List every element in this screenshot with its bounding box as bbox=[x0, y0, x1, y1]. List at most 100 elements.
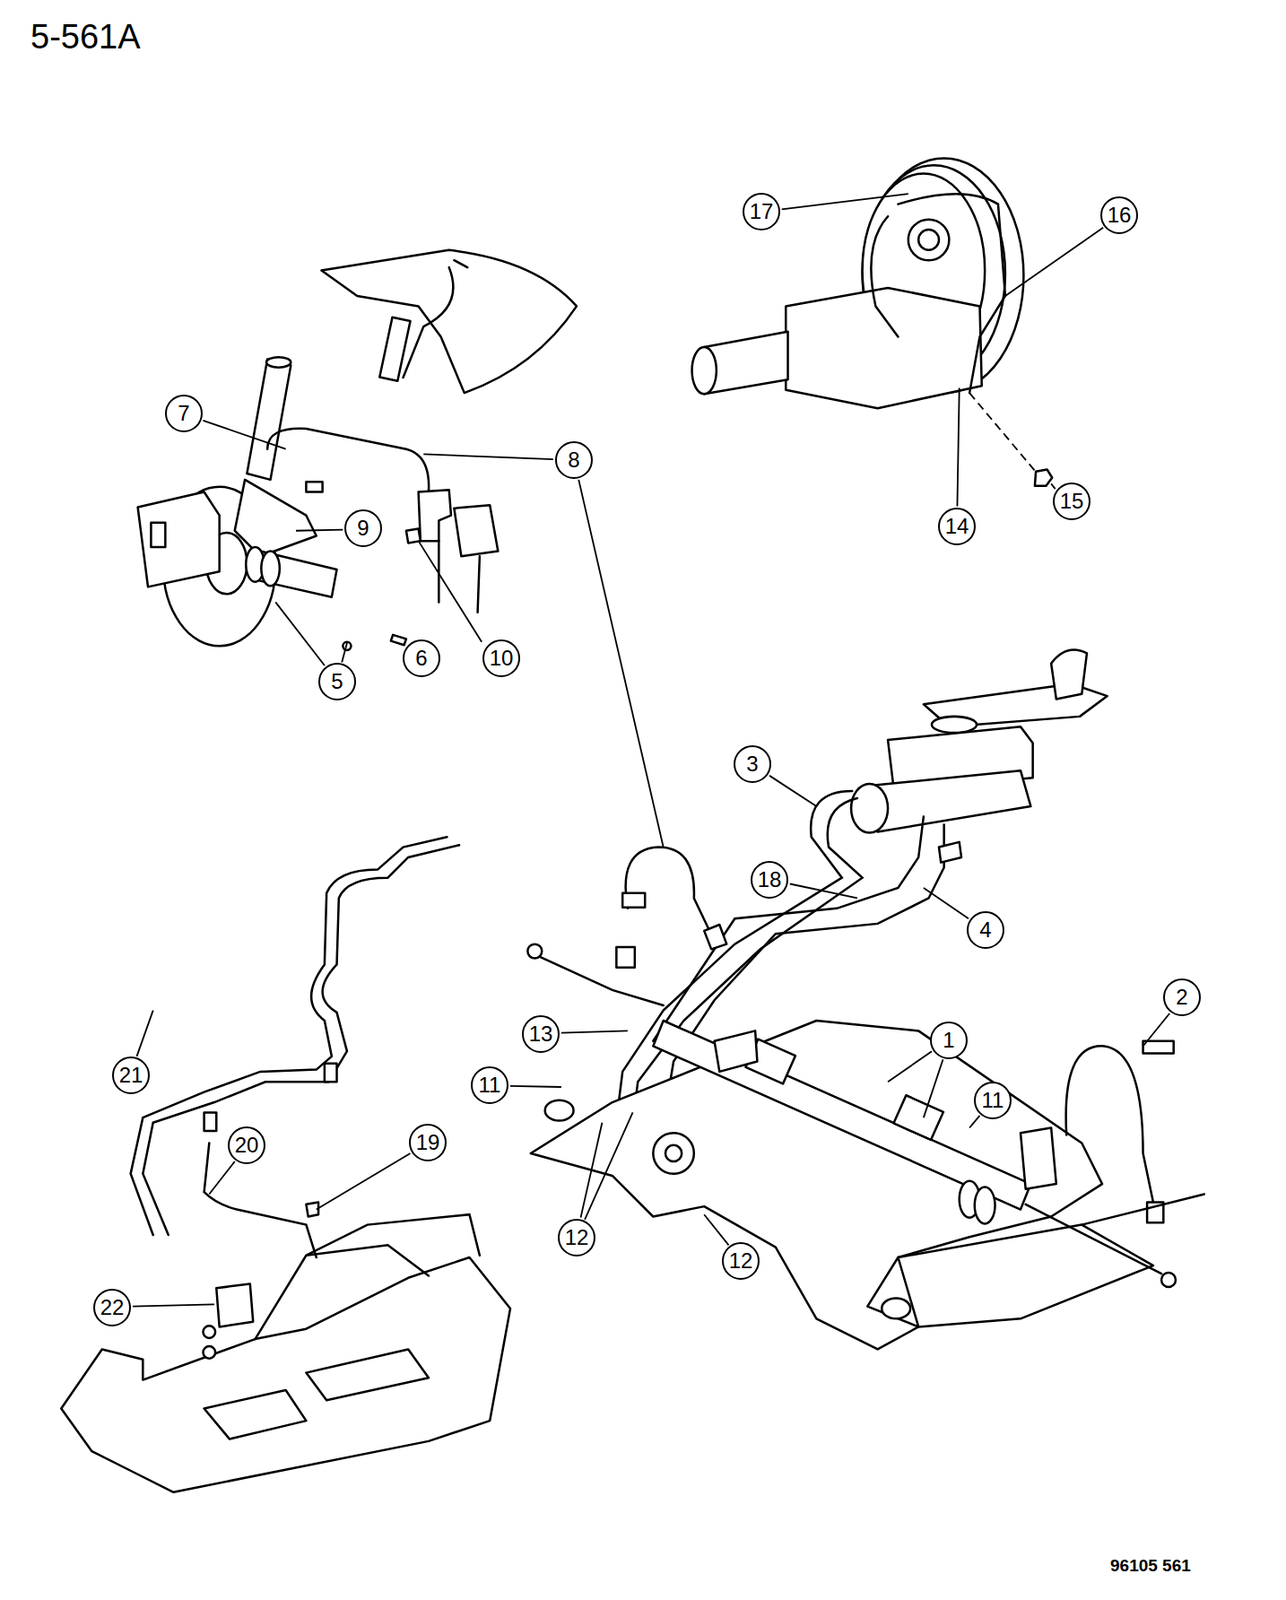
callout-number: 16 bbox=[1100, 196, 1139, 235]
callout-label: 10 bbox=[489, 647, 514, 670]
control-arm bbox=[897, 1225, 1154, 1328]
power-steering-valve bbox=[714, 1030, 758, 1072]
callout-number: 14 bbox=[938, 507, 976, 546]
hose-fitting bbox=[703, 924, 727, 949]
wire-clip bbox=[379, 317, 410, 382]
drive-shaft bbox=[255, 551, 338, 598]
callout-number: 12 bbox=[557, 1218, 596, 1257]
tie-rod-end bbox=[1161, 1272, 1176, 1287]
leader-line bbox=[132, 193, 1170, 1306]
line-clip bbox=[324, 1063, 338, 1082]
strut-base bbox=[453, 504, 498, 557]
callout-label: 12 bbox=[564, 1226, 590, 1249]
callout-number: 5 bbox=[318, 662, 357, 701]
callout-label: 3 bbox=[746, 753, 758, 775]
hose-fitting bbox=[1143, 1041, 1174, 1054]
tube-end bbox=[692, 347, 717, 394]
mount bbox=[545, 1100, 574, 1121]
bolt bbox=[406, 528, 421, 543]
callout-label: 11 bbox=[478, 1074, 502, 1096]
master-cylinder bbox=[867, 770, 1031, 832]
drawing-number: 96105 561 bbox=[1110, 1555, 1191, 1576]
bolt bbox=[202, 1325, 216, 1339]
mc-port-inner bbox=[918, 229, 939, 251]
plate-cutout bbox=[305, 1348, 429, 1400]
strut-leg bbox=[438, 540, 480, 613]
callout-label: 22 bbox=[100, 1296, 125, 1319]
callout-label: 12 bbox=[729, 1250, 754, 1272]
callout-label: 15 bbox=[1060, 490, 1085, 513]
tie-rod bbox=[540, 956, 664, 1005]
callout-number: 10 bbox=[482, 639, 521, 678]
strut bbox=[246, 359, 291, 480]
mc-flange bbox=[851, 783, 888, 834]
callout-label: 18 bbox=[757, 868, 783, 891]
callout-label: 4 bbox=[979, 919, 991, 941]
callout-label: 11 bbox=[981, 1089, 1005, 1112]
callout-label: 2 bbox=[1175, 986, 1188, 1008]
callout-label: 7 bbox=[177, 402, 190, 425]
mc-port bbox=[908, 219, 950, 261]
bleeder-screw bbox=[391, 634, 407, 645]
callout-number: 8 bbox=[555, 441, 593, 479]
brake-line bbox=[870, 216, 898, 337]
splash-shield bbox=[321, 250, 577, 393]
callout-label: 21 bbox=[119, 1064, 144, 1087]
brake-line bbox=[652, 816, 924, 1041]
brake-hose bbox=[267, 428, 429, 493]
callout-label: 9 bbox=[356, 517, 369, 539]
engine-mount-center bbox=[665, 1145, 682, 1162]
steering-rack bbox=[652, 1020, 1031, 1210]
tie-rod bbox=[1025, 1204, 1162, 1274]
callout-label: 5 bbox=[330, 670, 343, 693]
callout-number: 9 bbox=[344, 509, 383, 548]
rack-boot bbox=[974, 1186, 996, 1224]
callout-label: 6 bbox=[415, 647, 427, 670]
cv-boot bbox=[260, 551, 279, 587]
sensor-wire bbox=[403, 260, 469, 378]
callout-number: 3 bbox=[733, 745, 772, 783]
callout-number: 17 bbox=[742, 192, 781, 231]
callout-number: 11 bbox=[973, 1081, 1012, 1120]
assembly-line bbox=[969, 392, 1039, 476]
brake-line bbox=[897, 193, 1005, 393]
callout-number: 2 bbox=[1163, 978, 1201, 1017]
caliper-window bbox=[150, 522, 166, 548]
brake-line bbox=[130, 836, 448, 1235]
callout-number: 21 bbox=[112, 1056, 150, 1095]
switch bbox=[938, 842, 962, 863]
pinion-housing bbox=[1020, 1127, 1057, 1189]
stabilizer-link bbox=[1081, 1193, 1205, 1225]
brake-caliper bbox=[138, 492, 220, 588]
steering-knuckle bbox=[234, 479, 317, 557]
callout-label: 16 bbox=[1107, 204, 1132, 226]
hose-fitting bbox=[616, 947, 635, 968]
callout-label: 20 bbox=[234, 1134, 260, 1156]
figure-number: 5-561A bbox=[30, 17, 141, 57]
tie-rod-end bbox=[527, 944, 542, 959]
mount bbox=[881, 1298, 911, 1320]
hose-fitting bbox=[622, 893, 645, 908]
bracket bbox=[216, 1284, 253, 1328]
callout-label: 14 bbox=[945, 515, 970, 538]
bracket-bolt bbox=[305, 481, 322, 492]
callout-number: 6 bbox=[402, 639, 441, 678]
bolt bbox=[202, 1346, 216, 1359]
nut bbox=[1034, 469, 1052, 486]
callout-number: 4 bbox=[966, 911, 1005, 949]
callout-number: 18 bbox=[750, 860, 789, 899]
brake-line bbox=[204, 1143, 317, 1258]
filler-neck bbox=[1051, 650, 1087, 700]
callout-number: 20 bbox=[227, 1126, 266, 1165]
callout-number: 13 bbox=[521, 1015, 560, 1053]
brake-line bbox=[142, 844, 460, 1235]
brake-hose bbox=[1066, 1045, 1154, 1202]
hose-bracket bbox=[418, 489, 452, 541]
callout-label: 1 bbox=[942, 1029, 955, 1052]
callout-label: 17 bbox=[749, 200, 774, 223]
callout-label: 19 bbox=[416, 1131, 441, 1154]
callout-label: 8 bbox=[567, 449, 580, 471]
callout-number: 12 bbox=[721, 1242, 760, 1280]
